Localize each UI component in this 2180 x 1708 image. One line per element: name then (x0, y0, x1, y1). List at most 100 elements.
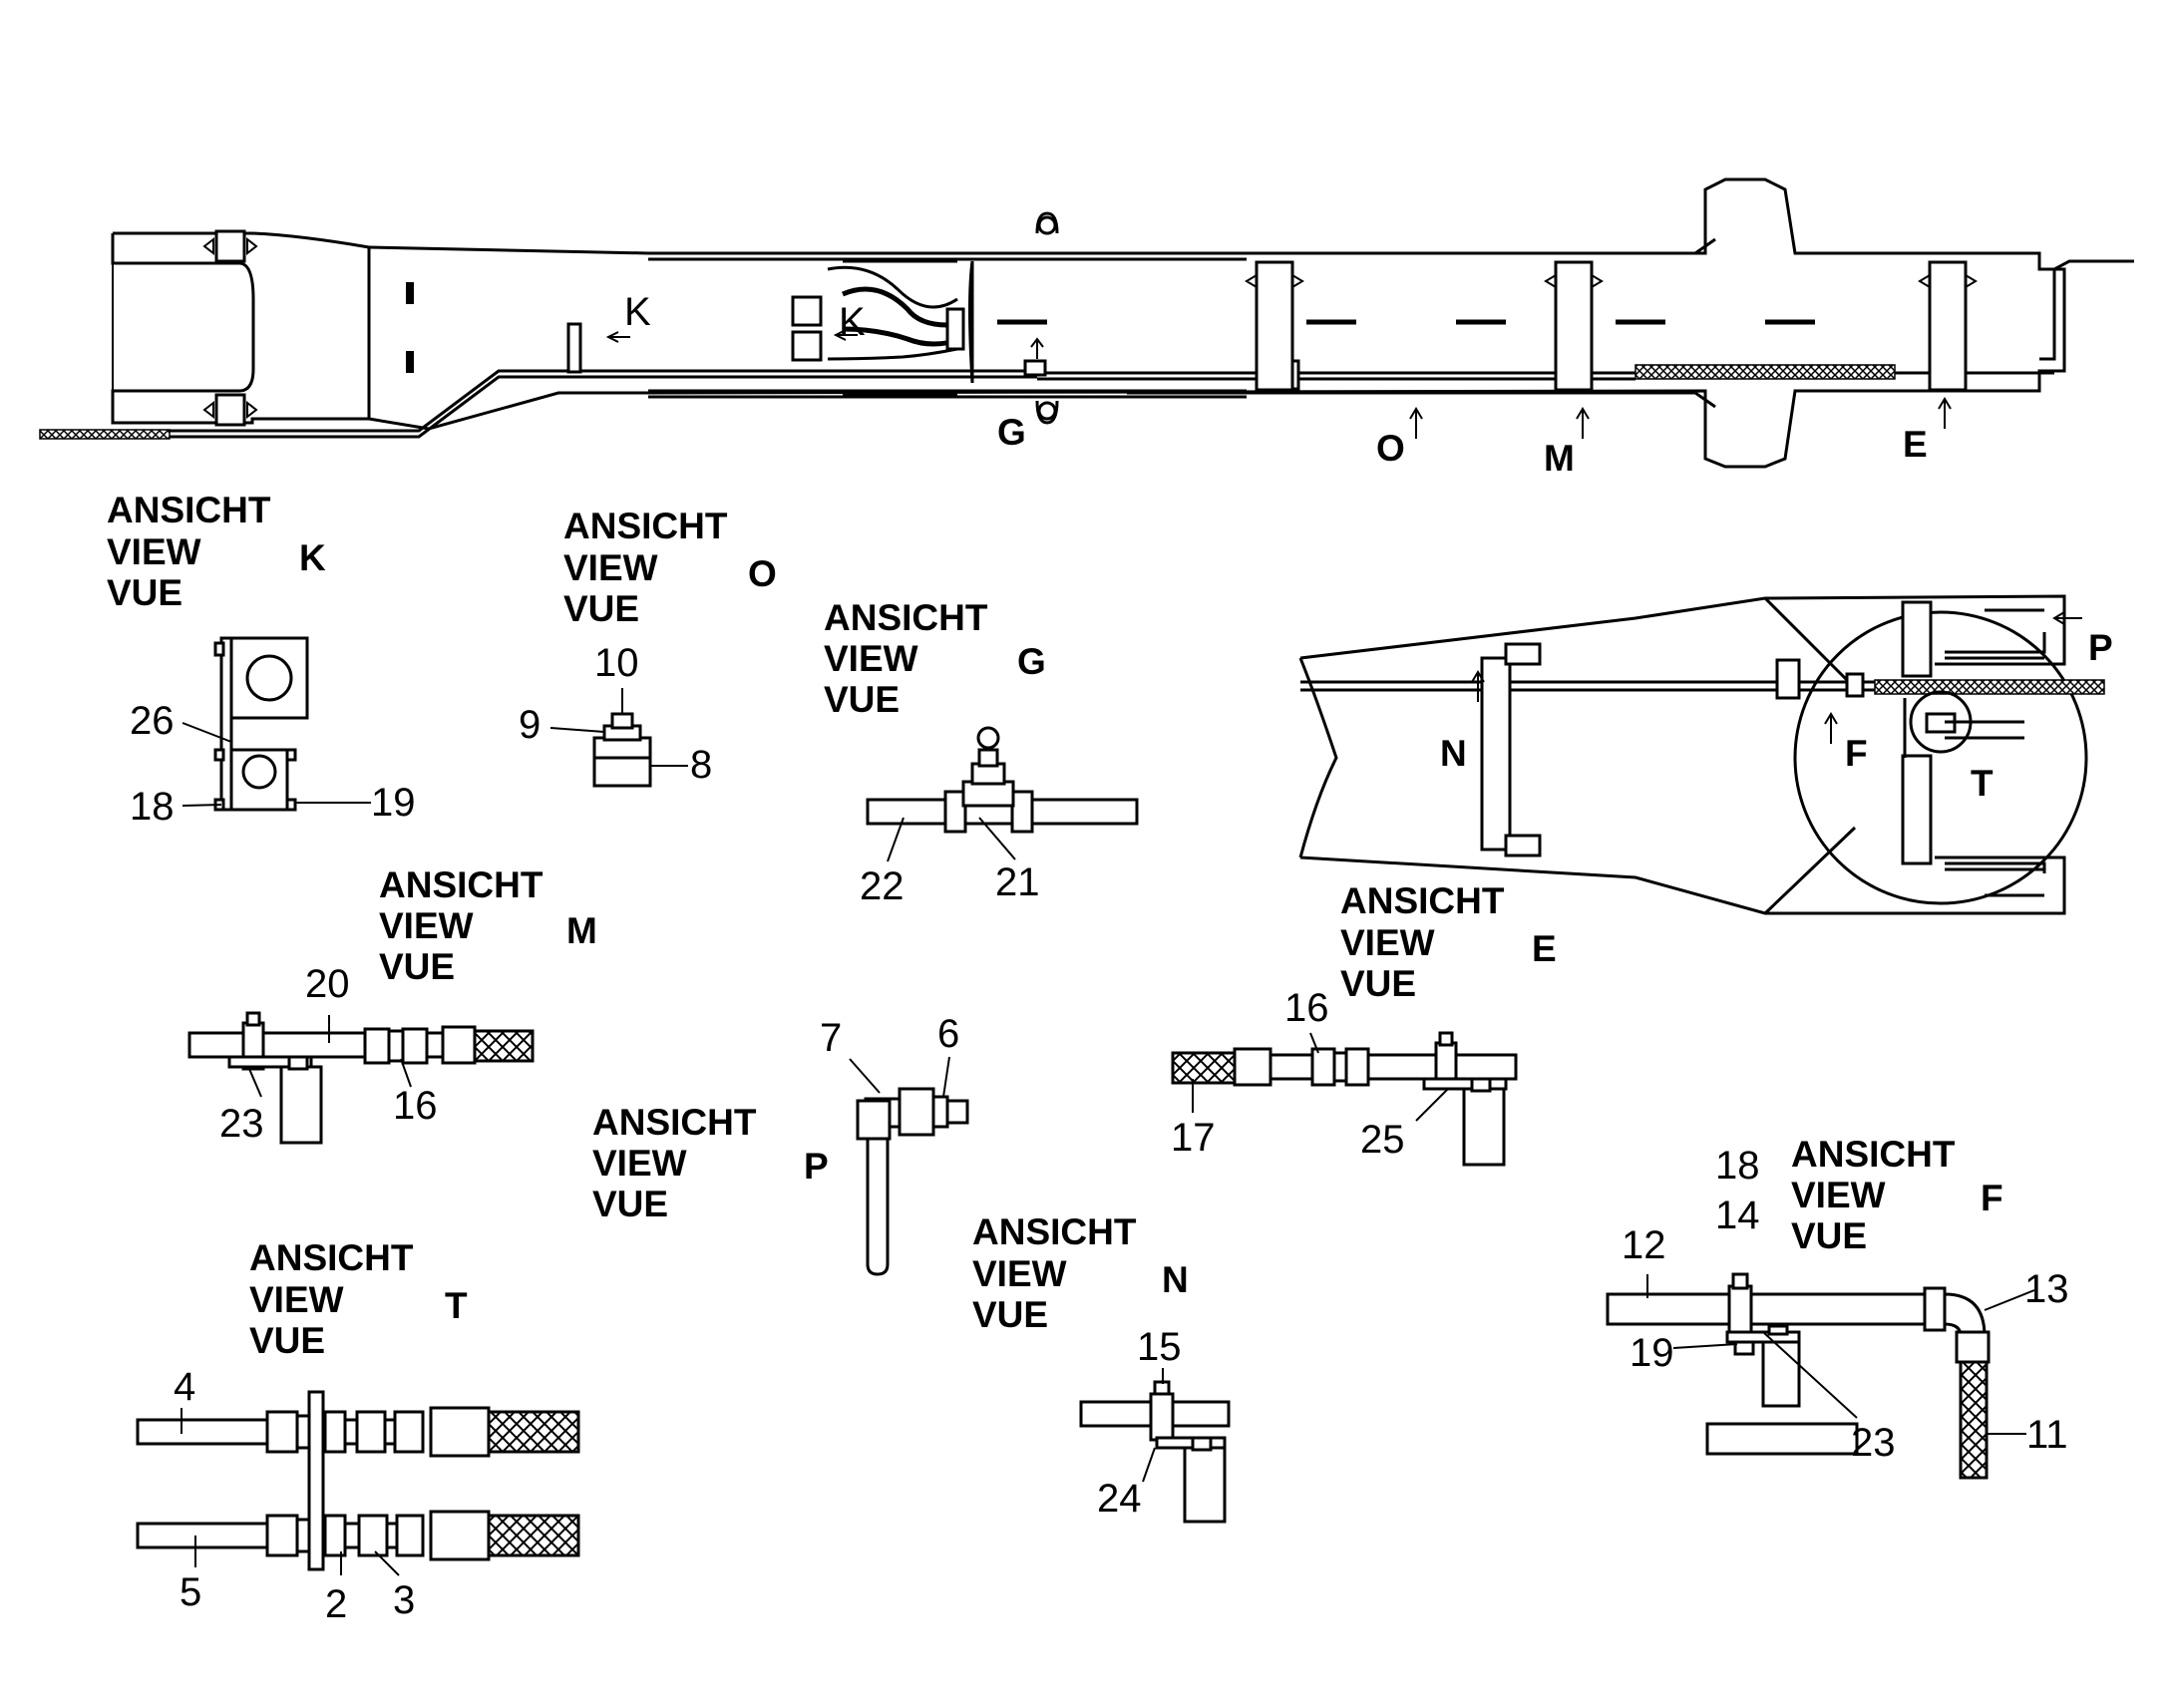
view-F-part-19: 19 (1630, 1331, 1674, 1375)
marker-O: O (1376, 428, 1405, 469)
view-E-assembly (1171, 1031, 1518, 1167)
center-hoses (791, 259, 1047, 396)
view-G-part-21: 21 (995, 860, 1040, 904)
view-K-header-view: VIEW (107, 531, 201, 572)
view-F-header-view: VIEW (1791, 1175, 1886, 1215)
view-F-part-18: 18 (1715, 1144, 1760, 1188)
view-K-part-26: 26 (130, 699, 175, 743)
view-N-header-view: VIEW (972, 1253, 1067, 1294)
view-T-header-vue: VUE (249, 1320, 325, 1361)
view-F-letter: F (1981, 1178, 2003, 1218)
boom-fork (111, 229, 370, 427)
view-F-part-14: 14 (1715, 1194, 1760, 1237)
view-T-part-5: 5 (180, 1570, 201, 1614)
view-arrows (605, 329, 1952, 439)
view-T: ANSICHT VIEW VUE T (136, 1237, 580, 1626)
view-T-part-3: 3 (393, 1578, 415, 1622)
view-N: ANSICHT VIEW VUE N 15 24 (972, 1211, 1231, 1524)
boom-outline (367, 177, 2134, 469)
view-M-part-23: 23 (219, 1102, 264, 1146)
view-K-part-19: 19 (371, 781, 416, 825)
view-T-upper-line (136, 1406, 580, 1458)
view-P: ANSICHT VIEW VUE P 7 6 (592, 1012, 969, 1276)
marker-K-left: K (624, 290, 651, 334)
view-T-lower-line (136, 1510, 580, 1561)
marker-E: E (1903, 424, 1928, 465)
view-P-header-ansicht: ANSICHT (592, 1102, 757, 1143)
view-G-tee (866, 726, 1139, 834)
view-M-header-vue: VUE (379, 946, 455, 987)
callout-T: T (1971, 763, 1994, 804)
view-G-header-vue: VUE (824, 679, 900, 720)
view-E-part-25: 25 (1360, 1118, 1405, 1162)
view-N-part-24: 24 (1097, 1477, 1142, 1521)
view-O-header-vue: VUE (563, 588, 639, 629)
view-N-header-ansicht: ANSICHT (972, 1211, 1137, 1252)
view-E: ANSICHT VIEW VUE E 16 17 25 (1171, 880, 1557, 1167)
view-M-header-ansicht: ANSICHT (379, 864, 544, 905)
view-O: ANSICHT VIEW VUE O 10 9 8 (519, 506, 777, 788)
view-E-letter: E (1532, 928, 1557, 969)
view-O-letter: O (748, 553, 777, 594)
view-T-header-view: VIEW (249, 1279, 344, 1320)
view-M-assembly (187, 1011, 535, 1145)
view-T-part-2: 2 (325, 1582, 347, 1626)
view-G-part-22: 22 (860, 864, 905, 908)
view-K-header-ansicht: ANSICHT (107, 490, 271, 530)
view-O-header-ansicht: ANSICHT (563, 506, 728, 546)
view-M-part-16: 16 (393, 1084, 438, 1128)
view-K-clamp (213, 636, 309, 812)
view-F-part-13: 13 (2024, 1267, 2069, 1311)
callout-N: N (1440, 733, 1467, 774)
view-P-part-7: 7 (820, 1016, 842, 1060)
view-F-part-23: 23 (1851, 1421, 1896, 1465)
view-N-assembly (1079, 1380, 1231, 1524)
view-E-part-16: 16 (1284, 986, 1329, 1030)
view-K-letter: K (299, 537, 326, 578)
marker-G: G (997, 412, 1026, 453)
view-K: ANSICHT VIEW VUE K 26 18 19 (107, 490, 416, 829)
view-T-letter: T (445, 1285, 468, 1326)
view-M-part-20: 20 (305, 962, 350, 1006)
view-P-letter: P (804, 1146, 829, 1187)
view-M: ANSICHT VIEW VUE M 20 23 16 (187, 864, 597, 1146)
view-M-header-view: VIEW (379, 905, 474, 946)
view-O-cap (592, 712, 652, 788)
view-O-part-9: 9 (519, 703, 541, 747)
view-E-header-ansicht: ANSICHT (1340, 880, 1505, 921)
view-E-part-17: 17 (1171, 1116, 1216, 1160)
marker-M: M (1544, 438, 1575, 479)
view-F-part-12: 12 (1622, 1223, 1666, 1267)
view-M-letter: M (566, 910, 597, 951)
view-P-elbow (856, 1087, 969, 1276)
view-F-header-ansicht: ANSICHT (1791, 1134, 1956, 1175)
view-N-letter: N (1162, 1259, 1189, 1300)
view-F-header-vue: VUE (1791, 1215, 1867, 1256)
view-G-header-view: VIEW (824, 638, 918, 679)
view-F-assembly (1606, 1272, 1991, 1480)
view-O-part-8: 8 (690, 743, 712, 787)
view-T-plate (307, 1390, 325, 1571)
view-T-part-4: 4 (174, 1365, 195, 1409)
view-O-header-view: VIEW (563, 547, 658, 588)
callout-F: F (1845, 733, 1868, 774)
boom-clamps (1245, 260, 1978, 392)
view-G-letter: G (1017, 641, 1046, 682)
view-O-part-10: 10 (594, 641, 639, 685)
view-E-header-view: VIEW (1340, 922, 1435, 963)
view-G-header-ansicht: ANSICHT (824, 597, 988, 638)
view-N-part-15: 15 (1137, 1325, 1182, 1369)
callout-P: P (2088, 627, 2113, 668)
view-P-part-6: 6 (937, 1012, 959, 1056)
view-F-part-11: 11 (2026, 1413, 2068, 1457)
marker-K-center: K (839, 300, 866, 344)
view-F: ANSICHT VIEW VUE F 18 14 12 13 19 23 11 (1606, 1134, 2069, 1480)
view-E-header-vue: VUE (1340, 963, 1416, 1004)
view-K-header-vue: VUE (107, 572, 182, 613)
view-P-header-vue: VUE (592, 1184, 668, 1224)
detail-drawing (1298, 594, 2105, 915)
main-boom-drawing: G O M E K K (39, 177, 2134, 479)
view-K-part-18: 18 (130, 785, 175, 829)
view-N-header-vue: VUE (972, 1294, 1048, 1335)
